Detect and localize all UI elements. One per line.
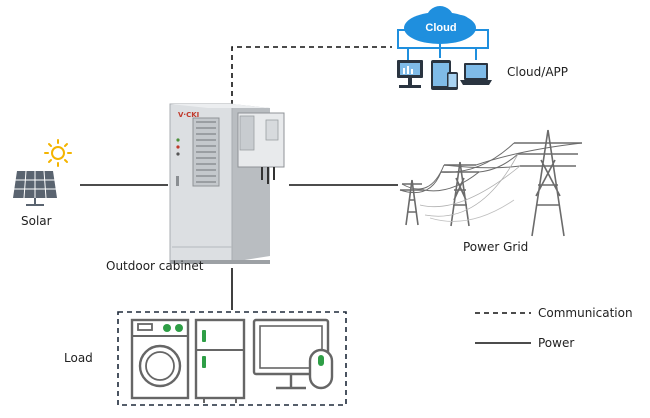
load-label: Load <box>64 351 93 365</box>
solar-label: Solar <box>21 214 52 228</box>
tablet-icon <box>431 60 451 90</box>
refrigerator-icon <box>194 318 246 403</box>
phone-icon <box>447 72 458 90</box>
power-tower-icon <box>399 129 583 237</box>
cloud-text: Cloud <box>425 22 456 34</box>
load-box <box>117 311 347 406</box>
sun-icon <box>44 139 72 167</box>
computer-icon <box>397 60 423 88</box>
load-group <box>117 311 347 406</box>
cloud-links <box>397 29 489 60</box>
communication-line-cloud <box>231 46 392 105</box>
outdoor-cabinet-label: Outdoor cabinet <box>106 259 204 273</box>
legend-communication-label: Communication <box>538 306 633 320</box>
cabinet-brand-logo: V·CKI <box>178 111 199 119</box>
legend <box>475 312 531 344</box>
connections <box>80 46 398 310</box>
legend-power-label: Power <box>538 336 575 350</box>
monitor-icon <box>252 318 330 390</box>
power-grid-label: Power Grid <box>463 240 529 254</box>
cloud-app-label: Cloud/APP <box>507 65 569 79</box>
laptop-icon <box>460 63 492 85</box>
cloud-icon: Cloud <box>404 6 476 44</box>
solar-group <box>13 139 72 206</box>
outdoor-cabinet: V·CKI <box>169 103 285 264</box>
mouse-icon <box>308 348 334 390</box>
cloud-app-group: Cloud <box>397 6 492 90</box>
solar-panel-icon <box>13 170 57 206</box>
washing-machine-icon <box>130 318 190 400</box>
